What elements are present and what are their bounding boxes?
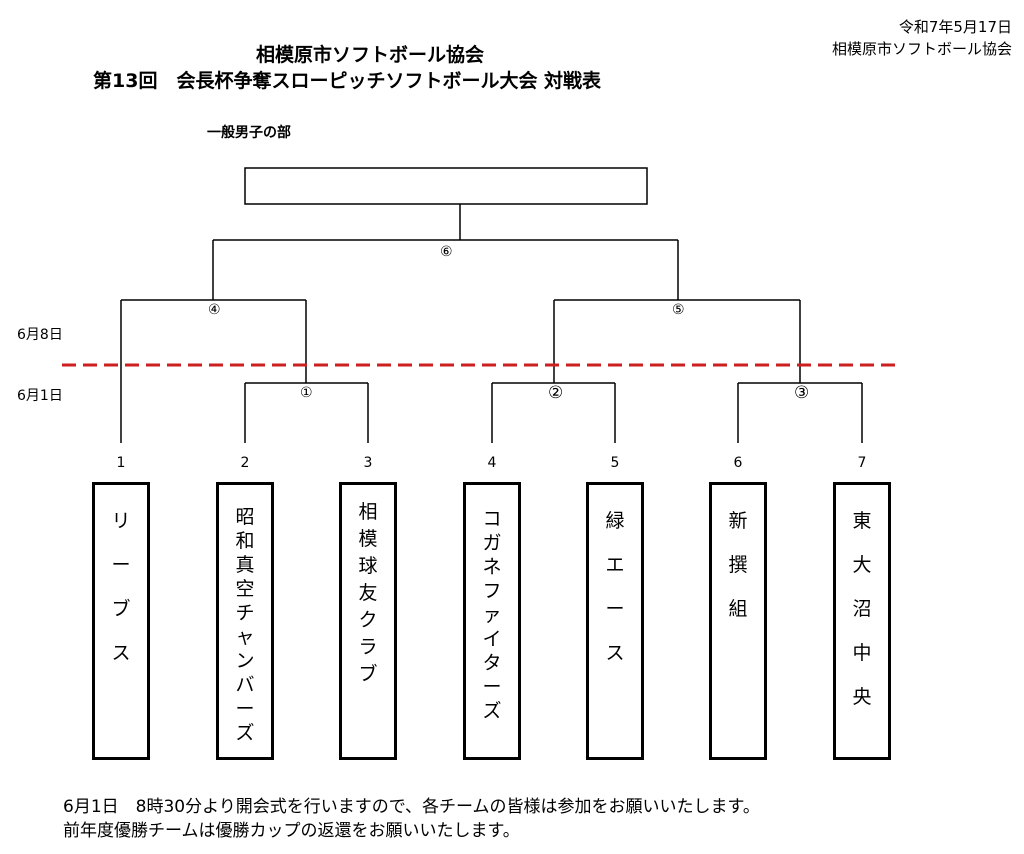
team-name: リーブス bbox=[111, 510, 131, 664]
day-label-round1: 6月1日 bbox=[17, 388, 63, 404]
team-number: 4 bbox=[487, 455, 497, 471]
team-box-4: コガネファイターズ bbox=[463, 482, 521, 760]
team-box-1: リーブス bbox=[92, 482, 150, 760]
day-label-round2: 6月8日 bbox=[17, 327, 63, 343]
team-number: 6 bbox=[733, 455, 743, 471]
team-name: 新撰組 bbox=[728, 510, 748, 620]
header-date-block: 令和7年5月17日 相模原市ソフトボール協会 bbox=[832, 16, 1012, 60]
title-line2: 第13回 会長杯争奪スローピッチソフトボール大会 対戦表 bbox=[93, 70, 602, 92]
team-name: 緑エース bbox=[605, 510, 625, 664]
team-name: 相模球友クラブ bbox=[358, 501, 378, 685]
team-box-2: 昭和真空チャンバーズ bbox=[216, 482, 274, 760]
match-label-1: ① bbox=[300, 385, 313, 401]
team-name: コガネファイターズ bbox=[482, 508, 502, 722]
match-label-3: ③ bbox=[794, 383, 810, 403]
category-label: 一般男子の部 bbox=[207, 125, 291, 141]
team-box-5: 緑エース bbox=[586, 482, 644, 760]
match-label-4: ④ bbox=[208, 302, 221, 318]
team-box-7: 東大沼中央 bbox=[833, 482, 891, 760]
team-number: 3 bbox=[363, 455, 373, 471]
team-number: 1 bbox=[116, 455, 126, 471]
team-number: 7 bbox=[857, 455, 867, 471]
team-name: 昭和真空チャンバーズ bbox=[235, 506, 255, 744]
team-box-3: 相模球友クラブ bbox=[339, 482, 397, 760]
note-line2: 前年度優勝チームは優勝カップの返還をお願いいたします。 bbox=[63, 821, 520, 841]
header-date: 令和7年5月17日 bbox=[898, 18, 1012, 36]
title-line1: 相模原市ソフトボール協会 bbox=[256, 44, 485, 66]
champion-box bbox=[244, 167, 648, 205]
team-name: 東大沼中央 bbox=[852, 510, 872, 708]
match-label-2: ② bbox=[548, 383, 564, 403]
match-label-6: ⑥ bbox=[440, 244, 453, 260]
note-line1: 6月1日 8時30分より開会式を行いますので、各チームの皆様は参加をお願いいたし… bbox=[63, 797, 760, 817]
team-number: 5 bbox=[610, 455, 620, 471]
match-label-5: ⑤ bbox=[672, 302, 685, 318]
team-number: 2 bbox=[240, 455, 250, 471]
notes: 6月1日 8時30分より開会式を行いますので、各チームの皆様は参加をお願いいたし… bbox=[63, 795, 760, 843]
header-issuer: 相模原市ソフトボール協会 bbox=[831, 40, 1012, 58]
team-box-6: 新撰組 bbox=[709, 482, 767, 760]
